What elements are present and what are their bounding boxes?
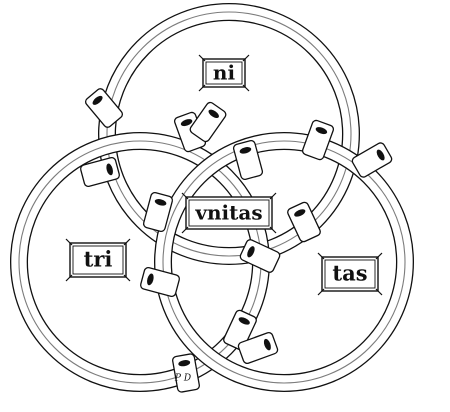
label-right: tas <box>317 252 383 296</box>
clasp-band <box>287 201 321 243</box>
clasp-band <box>172 353 200 393</box>
label-left: tri <box>65 238 131 282</box>
label-left-text: tri <box>84 247 113 272</box>
clasp-band <box>140 266 180 298</box>
clasp-band <box>223 309 257 351</box>
clasp-band <box>189 101 227 143</box>
label-right-text: tas <box>332 261 367 286</box>
ring-right <box>154 132 414 392</box>
label-center: vnitas <box>181 192 277 234</box>
label-center-text: vnitas <box>194 201 262 225</box>
clasp-band <box>84 88 124 128</box>
clasp-band <box>351 142 393 178</box>
clasp-band <box>80 156 120 188</box>
clasp-band <box>237 331 279 365</box>
clasp-band <box>301 119 335 161</box>
ring-top <box>98 3 360 265</box>
clasp-band <box>232 140 264 180</box>
label-top: ni <box>198 54 250 92</box>
clasp-band <box>142 192 174 232</box>
clasp-band <box>239 239 281 273</box>
label-top-text: ni <box>213 61 236 85</box>
artist-signature: P D <box>174 374 191 384</box>
